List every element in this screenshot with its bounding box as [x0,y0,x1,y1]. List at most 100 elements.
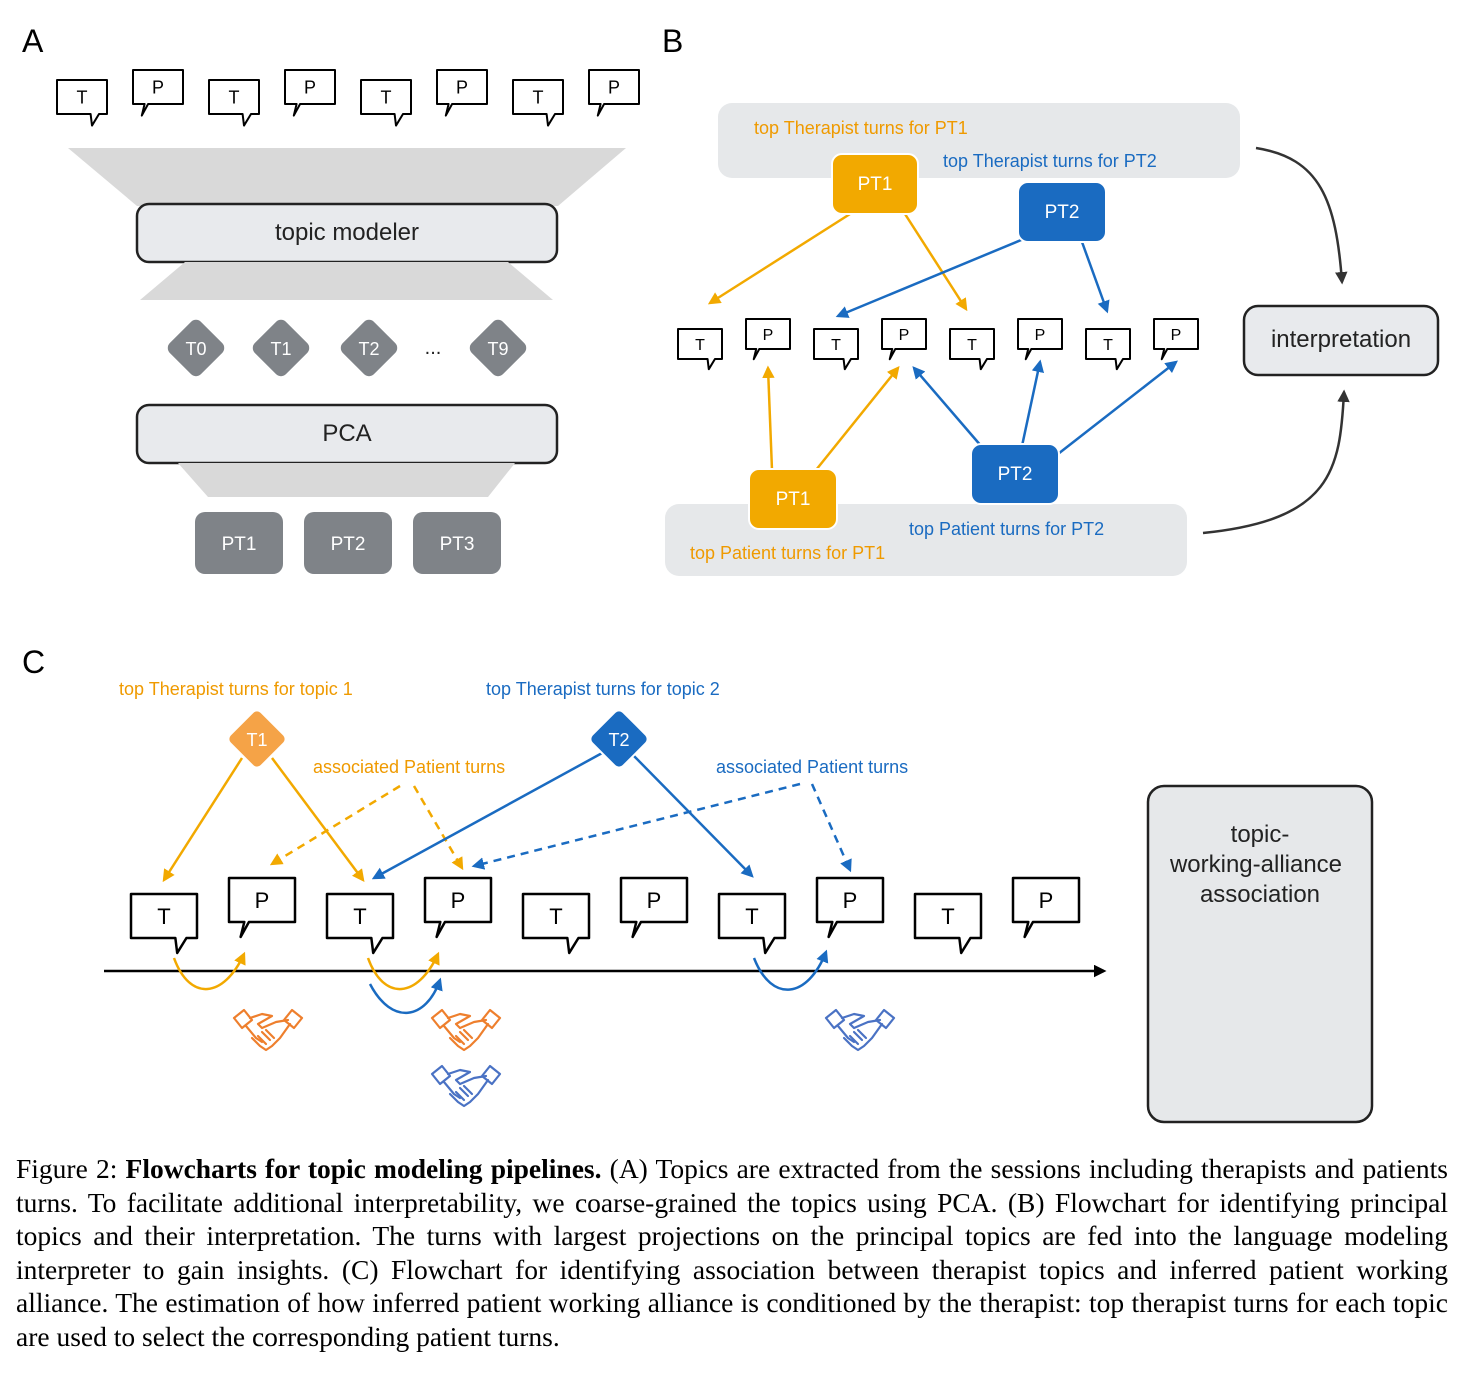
svg-text:PT1: PT1 [776,489,811,510]
caption-prefix: Figure 2: [16,1153,126,1184]
curve-orange-1 [172,951,246,991]
panel-b-therapist-turn-3: T [813,328,859,371]
svg-text:T1: T1 [246,730,267,750]
topic-diamond-c-t2: T2 [589,709,649,769]
panel-a-turn-letter: T [533,87,544,107]
svg-text:PT2: PT2 [1045,202,1080,223]
handshake-icon [232,1008,304,1052]
association-box [1146,784,1374,1124]
panel-c-therapist-turn-3: T [325,892,395,955]
topic-diamond-t2: T2 [340,319,398,377]
dashed-assoc-orange-2 [412,785,464,871]
arrow-pt2-bottom-to-p3 [1020,359,1045,447]
association-line-3: association [1200,881,1320,908]
panel-b-turn-letter: P [899,327,910,344]
panel-a-patient-turn-2: P [132,69,184,117]
panel-b-turn-letter: T [695,337,705,354]
topic-diamond-c-t1: T1 [227,709,287,769]
arrow-pt1-bottom-to-p2 [815,366,900,471]
panel-b-therapist-turn-5: T [949,328,995,371]
panel-c-turn-letter: P [451,888,466,913]
topic-diamond-t1: T1 [252,319,310,377]
panel-c-turn-letter: P [1039,888,1054,913]
panel-c-turn-letter: T [745,904,758,929]
arrow-pt1-top-to-t3 [903,213,968,312]
top-therapist-pt2-label: top Therapist turns for PT2 [943,151,1157,171]
panel-c-turn-letter: T [157,904,170,929]
pt2-top-node: PT2 [1017,181,1107,243]
svg-text:T0: T0 [185,339,206,359]
dashed-assoc-blue-2 [810,783,852,873]
curve-blue-1 [368,977,443,1014]
patient-turns-tray [665,504,1187,576]
panel-b-turn-letter: P [763,327,774,344]
panel-a-turn-letter: P [456,77,468,97]
panel-c-patient-turn-4: P [423,876,493,939]
funnel-top [68,148,626,206]
panel-c-patient-turn-6: P [619,876,689,939]
panel-c-turn-letter: P [647,888,662,913]
panel-a-turn-letter: P [608,77,620,97]
svg-text:T1: T1 [270,339,291,359]
arrow-pt1-top-to-t1 [707,212,851,305]
top-therapist-pt1-label: top Therapist turns for PT1 [754,118,968,138]
caption-bold: Flowcharts for topic modeling pipelines. [125,1153,602,1184]
panel-a-patient-turn-6: P [436,69,488,117]
panel-c: C top Therapist turns for topic 1 top Th… [22,644,1374,1124]
panel-b-turn-letter: T [831,337,841,354]
svg-text:T2: T2 [358,339,379,359]
pt1-top-node: PT1 [831,153,919,215]
panel-b-patient-turn-4: P [881,318,927,361]
topic-ellipsis: ... [425,337,442,359]
panel-b-patient-turn-2: P [745,318,791,361]
svg-text:T2: T2 [608,730,629,750]
handshake-icon [430,1064,502,1108]
dashed-assoc-blue-1 [471,782,801,870]
figure-caption: Figure 2: Flowcharts for topic modeling … [16,1152,1448,1353]
panel-c-patient-turn-10: P [1011,876,1081,939]
associated-patient-turns-orange: associated Patient turns [313,757,505,777]
arrow-therapist-to-interpretation [1255,146,1348,285]
arrow-t2-to-turn-3 [371,750,605,880]
top-patient-pt2-label: top Patient turns for PT2 [909,519,1104,539]
panel-c-patient-turn-8: P [815,876,885,939]
panel-c-turn-letter: P [255,888,270,913]
svg-text:PT1: PT1 [858,174,893,195]
associated-patient-turns-blue: associated Patient turns [716,757,908,777]
curve-blue-2 [752,949,829,991]
panel-a-therapist-turn-5: T [360,79,412,127]
panel-a-therapist-turn-1: T [56,79,108,127]
top-therapist-topic1-label: top Therapist turns for topic 1 [119,679,353,699]
panel-c-turn-letter: T [549,904,562,929]
topic-modeler-label: topic modeler [275,219,419,246]
panel-a-turn-letter: P [152,77,164,97]
svg-text:PT1: PT1 [222,534,257,555]
panel-a-turn-letter: T [381,87,392,107]
handshake-icon [430,1008,502,1052]
panel-c-therapist-turn-9: T [913,892,983,955]
panel-a-label: A [22,23,44,59]
caption-text: (A) Topics are extracted from the sessio… [16,1153,1448,1352]
pt1-bottom-node: PT1 [748,468,838,530]
panel-a-therapist-turn-7: T [512,79,564,127]
pca-label: PCA [322,420,371,447]
panel-b-label: B [662,23,683,59]
panel-c-turn-letter: T [353,904,366,929]
arrow-pt2-bottom-to-p2 [912,366,983,448]
svg-text:PT2: PT2 [331,534,366,555]
panel-b: B top Therapist turns for PT1 top Therap… [662,23,1440,576]
interpretation-label: interpretation [1271,326,1411,353]
panel-a-turn-letter: T [229,87,240,107]
arrow-pt2-bottom-to-p4 [1057,360,1178,455]
handshake-icon [824,1008,896,1052]
panel-c-turn-letter: T [941,904,954,929]
arrow-t2-to-turn-7 [633,755,754,878]
panel-c-therapist-turn-1: T [129,892,199,955]
svg-text:PT2: PT2 [998,464,1033,485]
panel-b-turn-letter: P [1171,327,1182,344]
arrow-pt2-top-to-t4 [1080,241,1110,314]
top-patient-pt1-label: top Patient turns for PT1 [690,543,885,563]
topic-diamond-t0: T0 [167,319,225,377]
